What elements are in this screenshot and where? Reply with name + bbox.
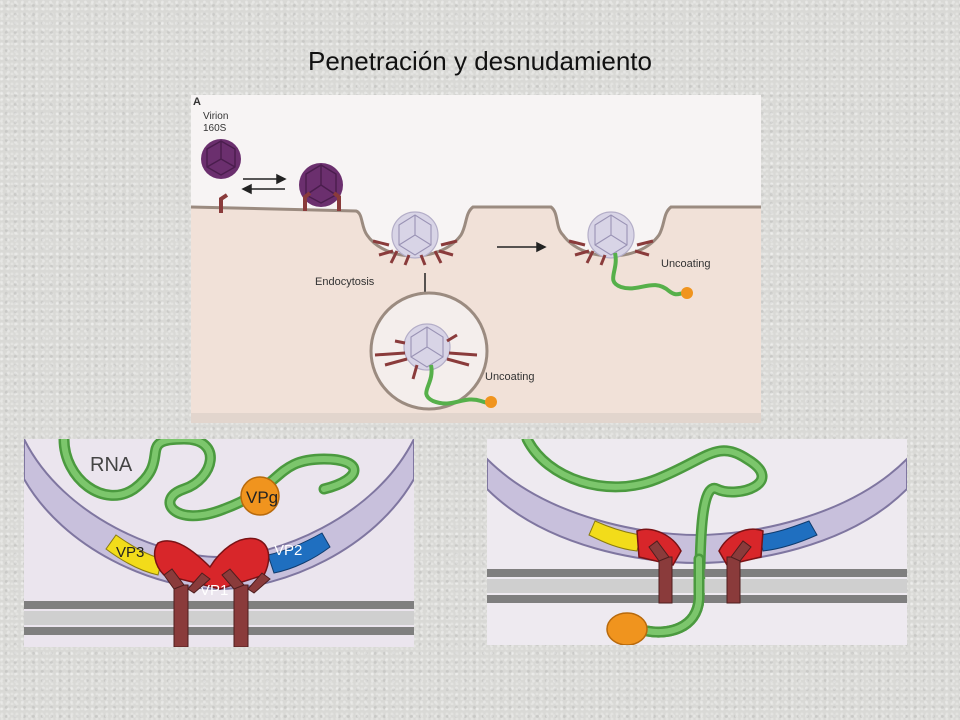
vpg-marker [681, 287, 693, 299]
panel-letter: A [193, 96, 201, 108]
endocytosis-diagram: A Virion 160S [191, 95, 761, 423]
receptors-right [648, 540, 752, 604]
lipid-bilayer [24, 601, 414, 635]
vp2-protein-right [758, 520, 818, 552]
receptor [219, 193, 229, 213]
endosome-vpg-marker [485, 396, 497, 408]
plasma-membrane [191, 205, 761, 258]
vp3-label: VP3 [116, 544, 144, 561]
rna-label: RNA [90, 454, 133, 476]
endosome [369, 291, 497, 411]
bound-virion [299, 163, 343, 211]
endocytic-pit-virion [372, 211, 458, 266]
virion-label: Virion [203, 111, 228, 122]
vp1-label: VP1 [200, 582, 228, 599]
endocytosis-label: Endocytosis [315, 276, 375, 288]
slide-title: Penetración y desnudamiento [307, 46, 652, 76]
equilibrium-arrows [241, 173, 287, 195]
free-virion [201, 139, 241, 179]
vp1-protein [153, 537, 270, 590]
vp3-protein [105, 534, 163, 576]
released-rna [611, 252, 686, 297]
vpg-protein [240, 476, 280, 516]
virion-sedimentation-label: 160S [203, 123, 227, 134]
uncoating-label-bottom: Uncoating [485, 371, 535, 383]
vpg-protein-right [606, 612, 648, 645]
arrow-right [497, 241, 547, 253]
receptors [163, 568, 271, 647]
vp2-label: VP2 [274, 542, 302, 559]
vp3-protein-right [588, 520, 642, 552]
rna-translocation-diagram [487, 439, 907, 645]
uncoating-label-right: Uncoating [661, 258, 711, 270]
uncoating-at-membrane [568, 211, 693, 299]
vpg-label: VPg [246, 488, 278, 507]
capsid-receptor-diagram: RNA VPg VP3 VP2 VP1 [24, 439, 414, 647]
vp2-protein [267, 532, 331, 574]
